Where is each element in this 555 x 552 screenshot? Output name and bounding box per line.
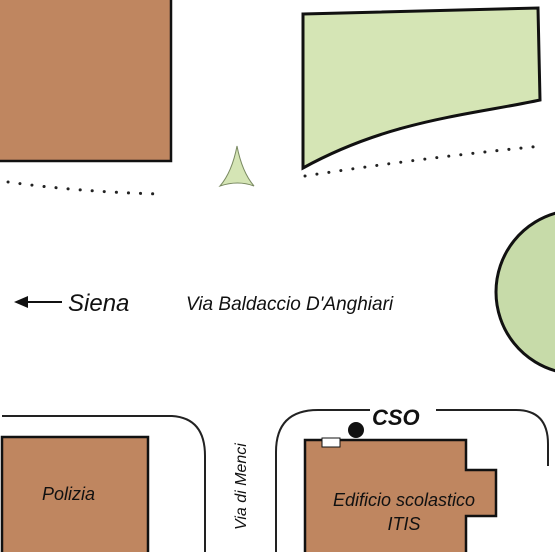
- entrance-marker: [321, 437, 341, 448]
- label-school-line2: ITIS: [387, 514, 420, 534]
- label-school-line1: Edificio scolastico: [333, 490, 475, 510]
- building-school: [303, 438, 498, 552]
- label-siena: Siena: [68, 290, 129, 317]
- dotted-line-top-left: [6, 180, 162, 196]
- curb-bottom-right: [275, 409, 549, 552]
- roundabout-green: [494, 211, 555, 373]
- label-police: Polizia: [42, 484, 95, 504]
- station-dot-icon: [348, 422, 364, 438]
- park-top-right: [301, 6, 542, 171]
- traffic-island: [218, 145, 255, 188]
- label-main-street: Via Baldaccio D'Anghiari: [186, 294, 394, 315]
- label-station: CSO: [372, 405, 420, 430]
- building-top-left: [0, 0, 173, 163]
- curb-bottom-left: [2, 415, 206, 552]
- arrow-left-icon: [14, 296, 62, 308]
- building-police: [0, 435, 150, 552]
- label-side-street: Via di Menci: [233, 443, 250, 530]
